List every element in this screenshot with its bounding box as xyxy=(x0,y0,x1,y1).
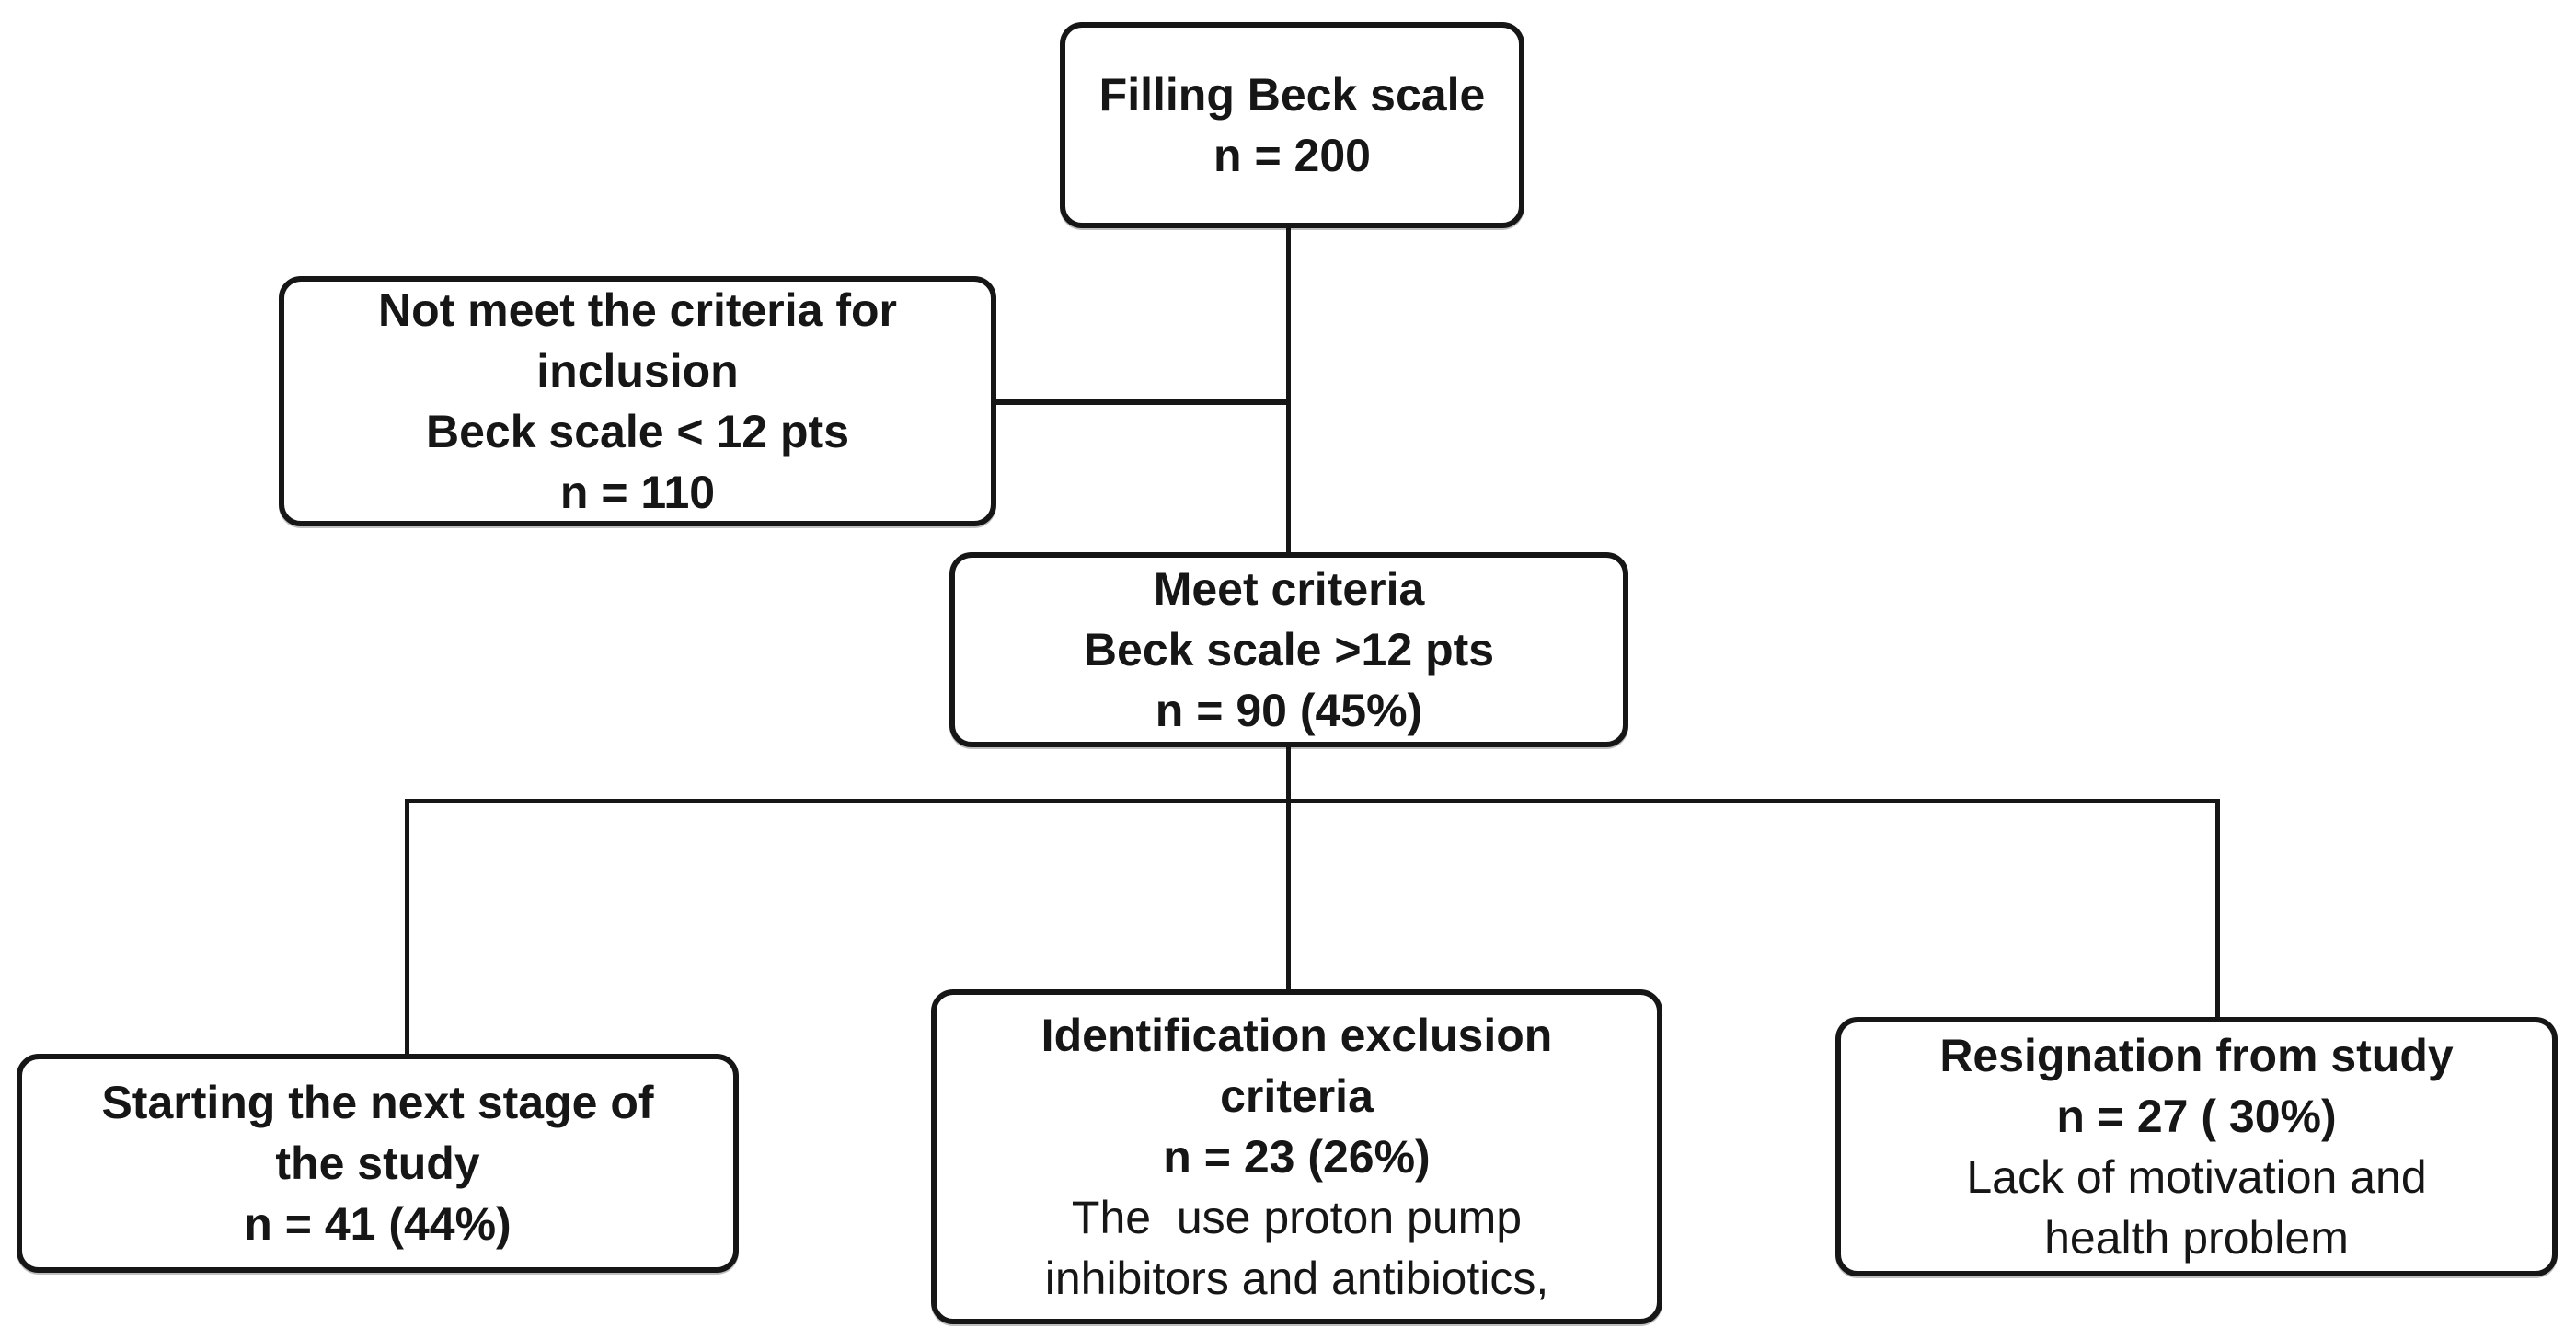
node-text-line: Lack of motivation and xyxy=(1966,1151,2427,1203)
connector-branch-right-drop xyxy=(2215,799,2220,1020)
connector-branch-left-drop xyxy=(405,799,409,1057)
node-text-line: n = 27 ( 30%) xyxy=(2056,1091,2337,1142)
node-not-meet-criteria: Not meet the criteria for inclusion Beck… xyxy=(279,276,996,526)
node-text-line: Resignation from study xyxy=(1939,1030,2454,1081)
node-text-line: health problem xyxy=(2044,1212,2349,1264)
node-text-line: the study xyxy=(275,1137,480,1189)
node-text-line: n = 23 (26%) xyxy=(1163,1131,1431,1183)
node-text-line: n = 41 (44%) xyxy=(244,1198,512,1250)
node-text-line: Beck scale >12 pts xyxy=(1083,624,1495,676)
node-text-line: criteria xyxy=(1220,1070,1374,1122)
node-text-line: inclusion xyxy=(536,345,739,397)
connector-filling-to-meet xyxy=(1286,226,1291,556)
node-text-line: Meet criteria xyxy=(1153,563,1425,615)
node-text-line: Beck scale < 12 pts xyxy=(425,406,850,457)
node-identification-exclusion: Identification exclusion criteria n = 23… xyxy=(931,989,1662,1324)
connector-branch-horizontal xyxy=(405,799,2220,803)
node-text-line: n = 90 (45%) xyxy=(1155,685,1423,736)
node-text-line: Identification exclusion xyxy=(1041,1010,1553,1061)
node-text-line: Filling Beck scale xyxy=(1098,69,1486,121)
connector-meet-to-exclusion xyxy=(1286,745,1291,992)
node-filling-beck-scale: Filling Beck scale n = 200 xyxy=(1060,22,1524,228)
node-text-line: The use proton pump xyxy=(1071,1192,1523,1243)
node-starting-next-stage: Starting the next stage of the study n =… xyxy=(17,1054,739,1273)
node-text-line: n = 110 xyxy=(559,467,716,518)
node-text-line: Starting the next stage of xyxy=(101,1077,654,1128)
node-resignation-from-study: Resignation from study n = 27 ( 30%) Lac… xyxy=(1835,1017,2558,1276)
node-text-line: inhibitors and antibiotics, xyxy=(1044,1253,1549,1304)
node-meet-criteria: Meet criteria Beck scale >12 pts n = 90 … xyxy=(949,552,1628,747)
connector-notmeet-branch xyxy=(994,399,1291,405)
node-text-line: n = 200 xyxy=(1213,130,1371,181)
node-text-line: Not meet the criteria for xyxy=(377,284,897,336)
